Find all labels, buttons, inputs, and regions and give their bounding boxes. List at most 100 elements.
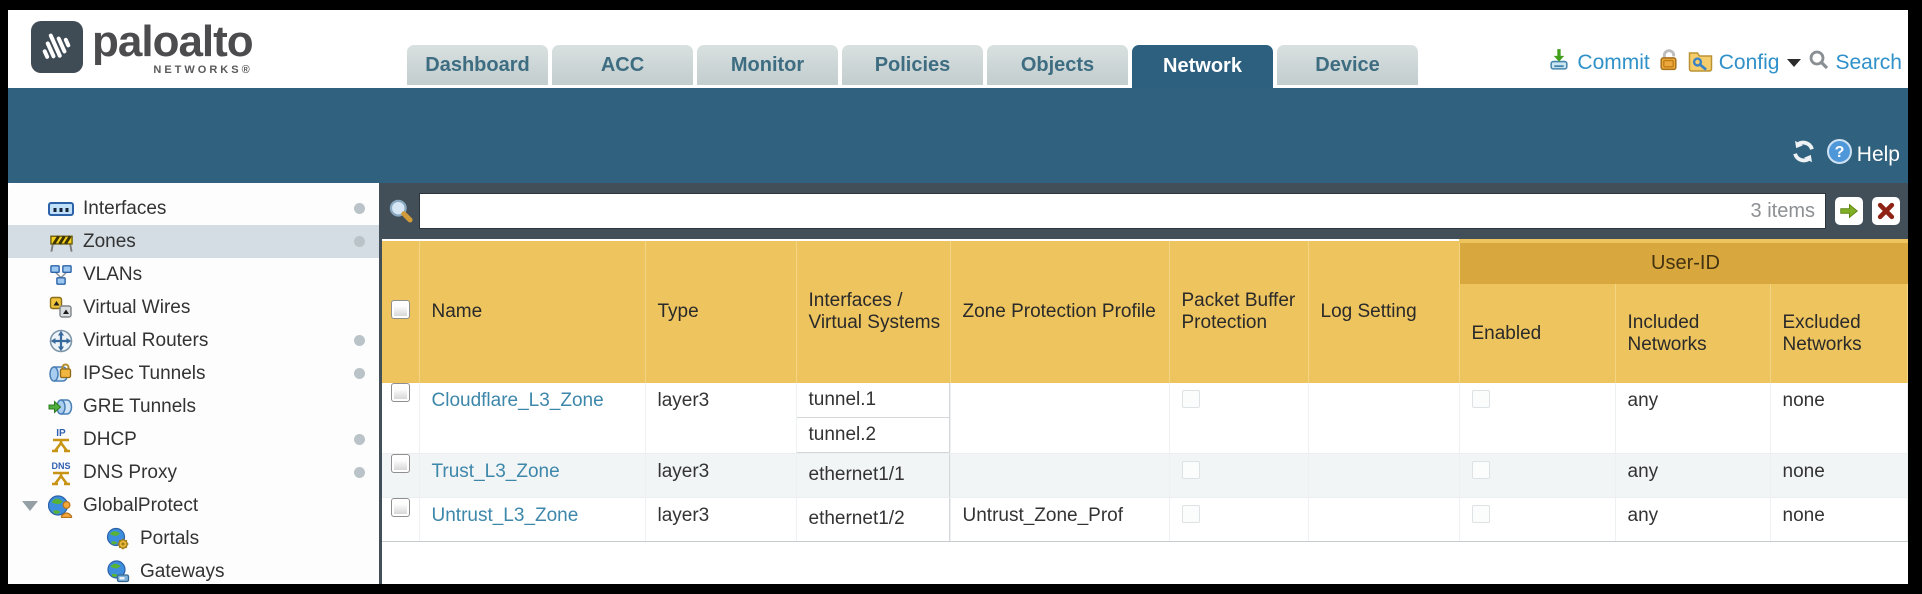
excluded-networks: none: [1770, 383, 1908, 454]
tab-label: Network: [1163, 55, 1242, 77]
sidebar-item-label: Virtual Wires: [83, 296, 191, 318]
table-row[interactable]: Trust_L3_Zone layer3 ethernet1/1 any non…: [382, 453, 1908, 498]
column-header-zone-protection-profile[interactable]: Zone Protection Profile: [950, 241, 1170, 383]
sidebar-item-dhcp[interactable]: IP DHCP: [8, 423, 379, 456]
sidebar-item-portals[interactable]: Portals: [8, 522, 379, 555]
sidebar-item-virtual-routers[interactable]: Virtual Routers: [8, 324, 379, 357]
apply-filter-button[interactable]: [1835, 197, 1863, 225]
svg-text:IP: IP: [56, 428, 66, 439]
commit-icon: [1547, 47, 1572, 78]
column-header-excluded-networks[interactable]: Excluded Networks: [1770, 284, 1908, 383]
filter-bar: 3 items: [382, 183, 1908, 239]
dns-proxy-icon: DNS: [48, 461, 74, 485]
enabled-checkbox[interactable]: [1471, 505, 1490, 523]
lock-icon[interactable]: [1657, 47, 1680, 78]
zone-protection-profile: Untrust_Zone_Prof: [950, 497, 1170, 542]
tab-label: Dashboard: [425, 53, 530, 76]
packet-buffer-checkbox[interactable]: [1181, 390, 1200, 408]
main-panel: 3 items: [382, 183, 1908, 584]
refresh-icon[interactable]: [1790, 138, 1817, 171]
column-header-enabled[interactable]: Enabled: [1459, 284, 1616, 383]
sidebar-item-gateways[interactable]: Gateways: [8, 555, 379, 584]
top-header: paloalto NETWORKS® Dashboard ACC Monitor Po…: [8, 10, 1908, 88]
excluded-networks: none: [1770, 497, 1908, 542]
interfaces-icon: [48, 197, 74, 221]
zone-interfaces: ethernet1/2: [796, 497, 951, 542]
packet-buffer-checkbox[interactable]: [1181, 505, 1200, 523]
tab-device[interactable]: Device: [1277, 45, 1418, 85]
help-label: Help: [1856, 142, 1900, 166]
item-status-dot: [354, 236, 365, 247]
select-all-cell: [382, 241, 420, 383]
item-status-dot: [354, 368, 365, 379]
config-icon: [1687, 48, 1714, 78]
sidebar-item-label: GRE Tunnels: [83, 395, 196, 417]
sidebar-item-interfaces[interactable]: Interfaces: [8, 192, 379, 225]
tab-network[interactable]: Network: [1132, 45, 1273, 88]
zone-name-link[interactable]: Trust_L3_Zone: [431, 461, 560, 482]
gre-tunnels-icon: [48, 395, 74, 419]
config-label: Config: [1718, 50, 1780, 74]
column-header-type[interactable]: Type: [645, 241, 797, 383]
filter-search-icon: [387, 198, 414, 225]
column-header-packet-buffer-protection[interactable]: Packet Buffer Protection: [1169, 241, 1309, 383]
tab-dashboard[interactable]: Dashboard: [407, 45, 548, 85]
sidebar-item-vlans[interactable]: VLANs: [8, 258, 379, 291]
excluded-networks: none: [1770, 453, 1908, 498]
search-icon: [1808, 49, 1830, 77]
sidebar-item-ipsec-tunnels[interactable]: IPSec Tunnels: [8, 357, 379, 390]
sidebar-item-dns-proxy[interactable]: DNS DNS Proxy: [8, 456, 379, 489]
expander-icon[interactable]: [22, 500, 38, 511]
enabled-checkbox[interactable]: [1471, 390, 1490, 408]
column-header-included-networks[interactable]: Included Networks: [1615, 284, 1771, 383]
commit-button[interactable]: Commit: [1547, 47, 1650, 78]
column-header-name[interactable]: Name: [419, 241, 646, 383]
sidebar-item-virtual-wires[interactable]: Virtual Wires: [8, 291, 379, 324]
log-setting: [1308, 383, 1460, 454]
sidebar-item-zones[interactable]: Zones: [8, 225, 379, 258]
sidebar-item-label: VLANs: [83, 263, 143, 285]
item-status-dot: [354, 467, 365, 478]
network-sidebar: Interfaces Zones VLANs Virtual Wires Vir…: [8, 183, 382, 584]
tab-acc[interactable]: ACC: [552, 45, 693, 85]
tab-label: Policies: [874, 53, 951, 76]
tab-label: Monitor: [730, 53, 805, 76]
tab-policies[interactable]: Policies: [842, 45, 983, 85]
zone-type: layer3: [645, 497, 797, 542]
select-all-checkbox[interactable]: [390, 299, 410, 319]
filter-input-wrap: 3 items: [419, 193, 1826, 229]
filter-input[interactable]: [420, 194, 1751, 228]
sidebar-item-globalprotect[interactable]: GlobalProtect: [8, 489, 379, 522]
column-header-interfaces[interactable]: Interfaces / Virtual Systems: [796, 241, 951, 383]
row-checkbox[interactable]: [390, 383, 410, 402]
packet-buffer-checkbox[interactable]: [1181, 461, 1200, 479]
row-checkbox[interactable]: [390, 454, 410, 473]
enabled-checkbox[interactable]: [1471, 461, 1490, 479]
zone-name-link[interactable]: Untrust_L3_Zone: [431, 505, 579, 526]
tab-label: Objects: [1020, 53, 1095, 76]
tab-objects[interactable]: Objects: [987, 45, 1128, 85]
row-checkbox[interactable]: [390, 498, 410, 517]
logo-brand: paloalto: [92, 17, 254, 66]
tab-monitor[interactable]: Monitor: [697, 45, 838, 85]
table-row[interactable]: Untrust_L3_Zone layer3 ethernet1/2 Untru…: [382, 497, 1908, 542]
clear-filter-button[interactable]: [1872, 197, 1900, 225]
search-button[interactable]: Search: [1808, 49, 1902, 77]
vlans-icon: [48, 263, 74, 287]
zone-type: layer3: [645, 383, 797, 454]
help-button[interactable]: ? Help: [1826, 138, 1900, 171]
log-setting: [1308, 497, 1460, 542]
column-header-log-setting[interactable]: Log Setting: [1308, 241, 1460, 383]
interface-item: ethernet1/1: [797, 454, 950, 497]
paloalto-logo: paloalto NETWORKS®: [30, 17, 254, 81]
included-networks: any: [1615, 497, 1771, 542]
config-menu[interactable]: Config: [1687, 48, 1802, 78]
sidebar-item-gre-tunnels[interactable]: GRE Tunnels: [8, 390, 379, 423]
interface-item: ethernet1/2: [797, 498, 950, 541]
item-status-dot: [354, 335, 365, 346]
zone-name-link[interactable]: Cloudflare_L3_Zone: [431, 390, 604, 411]
dhcp-icon: IP: [48, 428, 74, 452]
virtual-wires-icon: [48, 296, 74, 320]
